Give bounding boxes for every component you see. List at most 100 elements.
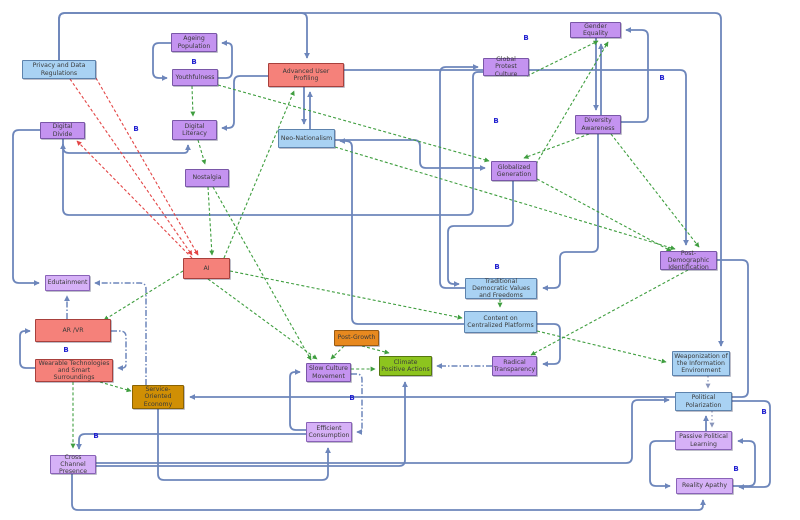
node-label: Edutainment: [47, 279, 88, 287]
node-content-on-centralized-platforms[interactable]: Content on Centralized Platforms: [464, 311, 537, 333]
loop-label-B-6: B: [63, 346, 69, 354]
loop-label-B-9: B: [733, 465, 739, 473]
node-edutainment[interactable]: Edutainment: [45, 275, 90, 291]
edge-digital-divide-to-digital-literacy: [62, 139, 191, 154]
edge-ai-to-ar-vr: [103, 270, 184, 321]
edge-global-protest-culture-to-gender-equality: [526, 40, 599, 77]
edge-passive-political-learning-to-reality-apathy: [649, 440, 675, 489]
loop-label-B-1: B: [133, 125, 139, 133]
node-slow-culture-movement[interactable]: Slow Culture Movement: [306, 363, 351, 382]
node-reality-apathy[interactable]: Reality Apathy: [676, 478, 733, 494]
node-post-demographic-identification[interactable]: Post-Demographic Identification: [660, 249, 717, 272]
edge-privacy-and-data-regulations-to-weaponization-information-environment: [58, 12, 724, 347]
node-climate-positive-actions[interactable]: Climate Positive Actions: [379, 356, 432, 376]
node-label: Ageing Population: [177, 35, 211, 50]
node-service-oriented-economy[interactable]: Service-Oriented Economy: [132, 385, 184, 409]
node-label: Globalized Generation: [496, 163, 532, 178]
edge-ai-to-advanced-user-profiling: [223, 90, 295, 259]
node-label: Privacy and Data Regulations: [32, 62, 86, 77]
edge-digital-divide-to-edutainment: [12, 129, 40, 286]
node-label: Nostalgia: [192, 174, 222, 182]
edge-neo-nationalism-to-post-demographic-identification: [334, 146, 676, 251]
edge-efficient-consumption-to-cross-channel-presence: [76, 433, 306, 450]
node-post-growth[interactable]: Post-Growth: [334, 330, 379, 346]
node-label: Service-Oriented Economy: [143, 386, 173, 408]
node-label: Digital Literacy: [182, 122, 207, 137]
node-digital-divide[interactable]: Digital Divide: [40, 122, 85, 139]
node-label: Weaponization of the Information Environ…: [674, 352, 728, 375]
edge-diversity-awareness-to-gender-equality: [621, 27, 649, 123]
edge-service-oriented-economy-to-efficient-consumption: [157, 409, 331, 481]
loop-label-B-4: B: [493, 117, 499, 125]
node-passive-political-learning[interactable]: Passive Political Learning: [675, 431, 732, 450]
node-global-protest-culture[interactable]: Global Protest Culture: [483, 56, 529, 78]
node-weaponization-information-environment[interactable]: Weaponization of the Information Environ…: [672, 351, 730, 376]
loop-label-B-8: B: [761, 408, 767, 416]
edge-content-on-centralized-platforms-to-weaponization-information-environment: [536, 330, 667, 364]
node-globalized-generation[interactable]: Globalized Generation: [491, 161, 537, 181]
edge-nostalgia-to-ai: [207, 186, 215, 256]
node-diversity-awareness[interactable]: Diversity Awareness: [575, 115, 621, 134]
edge-reality-apathy-to-passive-political-learning: [733, 438, 756, 487]
node-label: Wearable Technologies and Smart Surround…: [38, 359, 110, 382]
node-cross-channel-presence[interactable]: Cross Channel Presence: [50, 453, 96, 476]
edge-traditional-democratic-values-to-global-protest-culture: [439, 64, 479, 289]
loop-label-B-2: B: [523, 34, 529, 42]
node-advanced-user-profiling[interactable]: Advanced User Profiling: [268, 63, 344, 87]
loop-label-B-3: B: [659, 74, 665, 82]
node-gender-equality[interactable]: Gender Equality: [570, 22, 621, 38]
edge-globalized-generation-to-traditional-democratic-values: [447, 181, 514, 287]
node-label: Gender Equality: [582, 22, 609, 37]
edge-service-oriented-economy-to-edutainment: [94, 280, 147, 385]
edge-post-demographic-identification-to-radical-transparency: [530, 269, 689, 356]
node-traditional-democratic-values[interactable]: Traditional Democratic Values and Freedo…: [465, 278, 537, 299]
edge-wearable-technologies-to-service-oriented-economy: [99, 381, 132, 393]
edge-nostalgia-to-slow-culture-movement: [212, 186, 312, 361]
node-label: Slow Culture Movement: [309, 365, 348, 380]
edge-global-protest-culture-to-digital-divide: [60, 71, 483, 216]
node-digital-literacy[interactable]: Digital Literacy: [172, 120, 217, 140]
node-label: AI: [203, 264, 210, 272]
edge-cross-channel-presence-to-climate-positive-actions: [96, 381, 408, 467]
edge-slow-culture-movement-to-efficient-consumption: [351, 373, 363, 435]
node-label: Global Protest Culture: [494, 56, 518, 78]
node-radical-transparency[interactable]: Radical Transparency: [492, 356, 537, 376]
node-ar-vr[interactable]: AR /VR: [35, 319, 111, 342]
edge-content-on-centralized-platforms-to-neo-nationalism: [339, 138, 464, 325]
node-youthfulness[interactable]: Youthfulness: [172, 69, 218, 86]
node-label: Cross Channel Presence: [59, 453, 87, 476]
node-label: Youthfulness: [175, 73, 215, 81]
node-label: Post-Growth: [337, 334, 376, 342]
node-label: Digital Divide: [52, 123, 73, 138]
node-ageing-population[interactable]: Ageing Population: [171, 33, 217, 52]
node-label: Political Polarization: [685, 394, 722, 409]
loop-label-B-0: B: [191, 58, 197, 66]
loop-label-B-5: B: [494, 263, 500, 271]
node-label: Radical Transparency: [493, 358, 536, 373]
edge-digital-literacy-to-nostalgia: [197, 139, 207, 165]
edge-cross-channel-presence-to-reality-apathy: [71, 474, 706, 511]
edge-privacy-and-data-regulations-to-ai: [69, 78, 193, 256]
edge-youthfulness-to-globalized-generation: [217, 84, 490, 163]
node-ai[interactable]: AI: [183, 258, 230, 279]
edge-diversity-awareness-to-globalized-generation: [523, 133, 590, 159]
node-political-polarization[interactable]: Political Polarization: [675, 392, 732, 411]
node-label: Post-Demographic Identification: [667, 249, 710, 272]
edge-political-polarization-to-reality-apathy: [732, 400, 771, 490]
node-privacy-and-data-regulations[interactable]: Privacy and Data Regulations: [22, 60, 96, 79]
node-neo-nationalism[interactable]: Neo-Nationalism: [278, 129, 335, 148]
edge-ageing-population-to-youthfulness: [152, 42, 171, 81]
edge-ai-to-digital-divide: [76, 140, 193, 259]
node-nostalgia[interactable]: Nostalgia: [185, 169, 229, 187]
edge-wearable-technologies-to-ar-vr: [19, 328, 35, 369]
edge-globalized-generation-to-post-demographic-identification: [536, 178, 672, 252]
node-wearable-technologies[interactable]: Wearable Technologies and Smart Surround…: [35, 359, 113, 382]
edge-post-growth-to-climate-positive-actions: [361, 345, 390, 355]
edge-globalized-generation-to-gender-equality: [535, 41, 609, 165]
edge-ai-to-slow-culture-movement: [207, 278, 318, 360]
node-label: AR /VR: [62, 326, 84, 334]
node-label: Content on Centralized Platforms: [467, 314, 534, 329]
node-efficient-consumption[interactable]: Efficient Consumption: [306, 422, 352, 442]
edge-efficient-consumption-to-slow-culture-movement: [289, 369, 306, 431]
